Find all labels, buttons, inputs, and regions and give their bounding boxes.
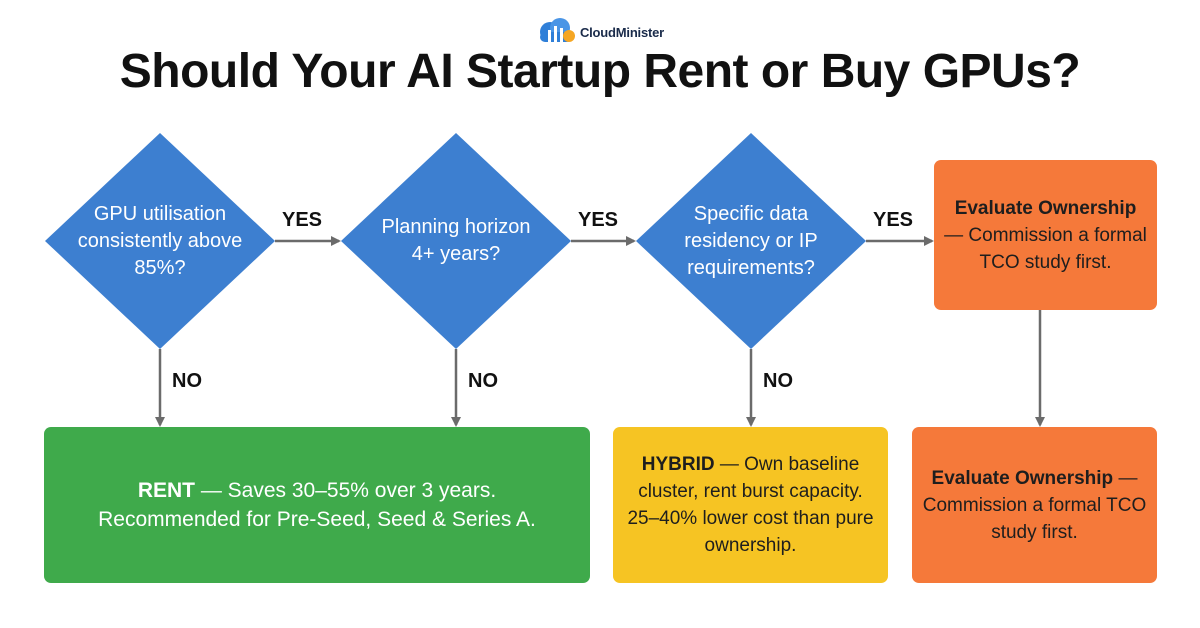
outcome-evaluate-bottom-heading: Evaluate Ownership bbox=[931, 467, 1114, 489]
decision-diamond-utilisation bbox=[45, 133, 275, 349]
outcome-hybrid-text: — Own baseline cluster, rent burst capac… bbox=[627, 454, 874, 556]
outcome-evaluate-top-text: — Commission a formal TCO study first. bbox=[944, 224, 1147, 273]
outcome-rent: RENT — Saves 30–55% over 3 years. Recomm… bbox=[44, 427, 590, 583]
outcome-evaluate-bottom-text: — Commission a formal TCO study first. bbox=[922, 467, 1147, 543]
outcome-evaluate-top: Evaluate Ownership — Commission a formal… bbox=[934, 160, 1157, 310]
outcome-rent-text: — Saves 30–55% over 3 years. Recommended… bbox=[98, 479, 536, 531]
yes-label-1: YES bbox=[282, 209, 323, 231]
cloud-icon bbox=[536, 16, 576, 49]
yes-label-2: YES bbox=[578, 209, 619, 231]
no-label-2: NO bbox=[468, 370, 498, 392]
no-label-1: NO bbox=[172, 370, 202, 392]
page-title: Should Your AI Startup Rent or Buy GPUs? bbox=[119, 45, 1081, 98]
brand-logo: CloudMinister bbox=[0, 16, 1200, 49]
outcome-evaluate-top-heading: Evaluate Ownership bbox=[954, 197, 1137, 219]
outcome-hybrid-heading: HYBRID bbox=[641, 454, 715, 475]
outcome-hybrid: HYBRID — Own baseline cluster, rent burs… bbox=[613, 427, 888, 583]
yes-label-3: YES bbox=[873, 209, 914, 231]
outcome-rent-heading: RENT bbox=[137, 479, 195, 502]
decision-diamond-residency bbox=[636, 133, 866, 349]
outcome-evaluate-bottom: Evaluate Ownership — Commission a formal… bbox=[912, 427, 1157, 583]
brand-name: CloudMinister bbox=[579, 25, 665, 40]
no-label-3: NO bbox=[763, 370, 793, 392]
decision-diamond-horizon bbox=[341, 133, 571, 349]
decision-text-utilisation: GPU utilisation consistently above 85%? bbox=[77, 202, 243, 279]
decision-text-horizon: Planning horizon 4+ years? bbox=[381, 216, 531, 265]
decision-text-residency: Specific data residency or IP requiremen… bbox=[684, 202, 818, 279]
